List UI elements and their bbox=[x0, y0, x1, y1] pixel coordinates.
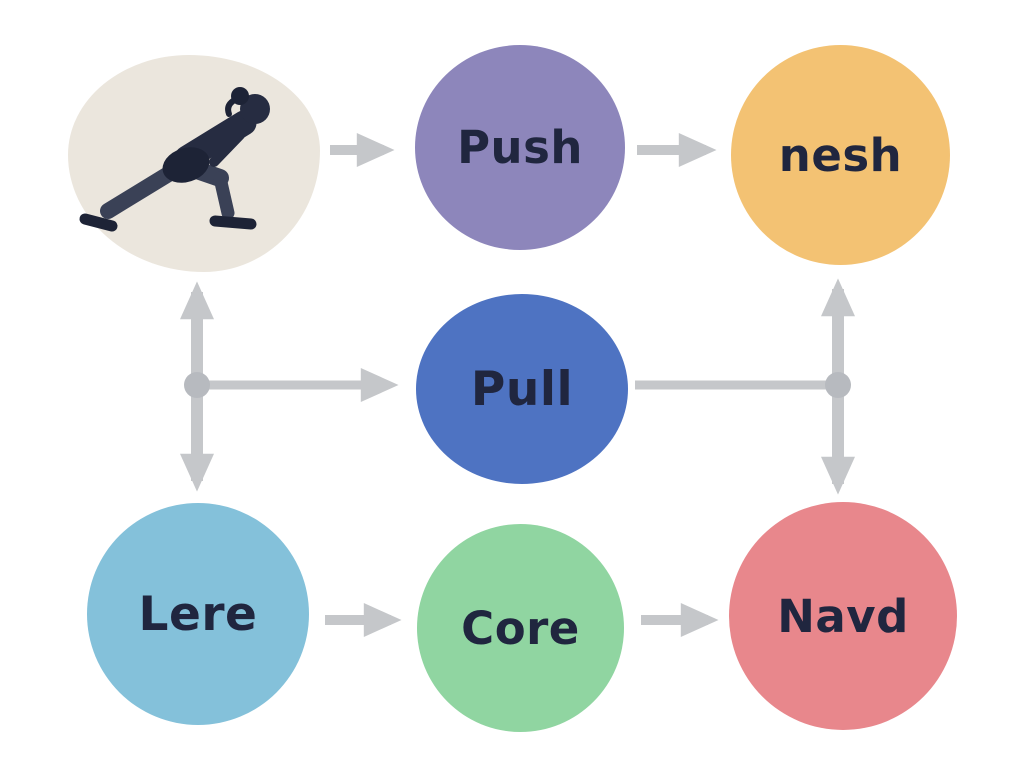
node-nesh: nesh bbox=[731, 45, 950, 265]
node-push-label: Push bbox=[457, 121, 583, 174]
person-lunge-exercise-icon bbox=[79, 87, 270, 232]
junction-dot-left bbox=[184, 372, 210, 398]
node-navd: Navd bbox=[729, 502, 957, 730]
node-core-label: Core bbox=[461, 601, 580, 655]
node-lere-label: Lere bbox=[138, 586, 258, 642]
node-nesh-label: nesh bbox=[778, 128, 903, 182]
node-lere: Lere bbox=[87, 503, 309, 725]
node-navd-label: Navd bbox=[777, 589, 909, 643]
node-pull: Pull bbox=[416, 294, 628, 484]
exercise-illustration-blob bbox=[68, 55, 320, 272]
node-pull-label: Pull bbox=[470, 361, 574, 417]
node-core: Core bbox=[417, 524, 624, 732]
node-push: Push bbox=[415, 45, 625, 250]
junction-dot-right bbox=[825, 372, 851, 398]
